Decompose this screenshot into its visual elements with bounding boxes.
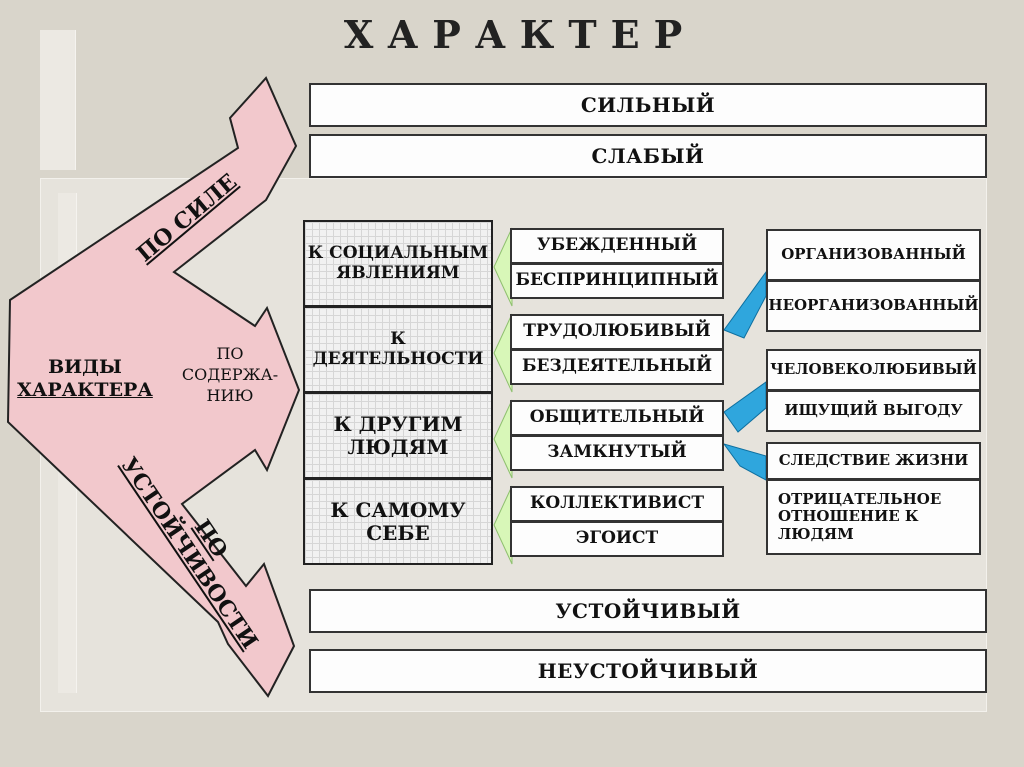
category-activity-line2: ДЕЯТЕЛЬНОСТИ	[312, 348, 484, 369]
types-arrow-shape	[6, 76, 301, 698]
pointer-life	[722, 443, 767, 481]
side-self-seeking: ИЩУЩИЙ ВЫГОДУ	[766, 390, 981, 432]
arrow-by-content-label: ПО СОДЕРЖА- НИЮ	[170, 344, 290, 406]
strength-strong: СИЛЬНЫЙ	[309, 83, 987, 127]
trait-convinced: УБЕЖДЕННЫЙ	[510, 228, 724, 264]
arrow-center-label: ВИДЫ ХАРАКТЕРА	[15, 356, 155, 402]
category-self-line2: СЕБЕ	[366, 520, 430, 545]
category-people-line1: К ДРУГИМ	[333, 411, 463, 436]
arrow-center-line1: ВИДЫ	[48, 356, 122, 378]
trait-hardworking: ТРУДОЛЮБИВЫЙ	[510, 314, 724, 350]
category-activity-line1: К	[390, 328, 406, 349]
trait-egoist: ЭГОИСТ	[510, 521, 724, 557]
arrow-center-line2: ХАРАКТЕРА	[17, 378, 153, 401]
trait-collectivist: КОЛЛЕКТИВИСТ	[510, 486, 724, 522]
trait-idle: БЕЗДЕЯТЕЛЬНЫЙ	[510, 349, 724, 385]
category-self-line1: К САМОМУ	[330, 497, 466, 522]
by-content-line3: НИЮ	[206, 385, 254, 405]
stability-unstable: НЕУСТОЙЧИВЫЙ	[309, 649, 987, 693]
side-negative-line2: ОТНОШЕНИЕ К	[778, 507, 919, 526]
trait-unprincipled: БЕСПРИНЦИПНЫЙ	[510, 263, 724, 299]
side-organized: ОРГАНИЗОВАННЫЙ	[766, 229, 981, 281]
strength-weak: СЛАБЫЙ	[309, 134, 987, 178]
category-social-line2: ЯВЛЕНИЯМ	[336, 262, 460, 283]
trait-reserved: ЗАМКНУТЫЙ	[510, 435, 724, 471]
side-negative-line3: ЛЮДЯМ	[778, 524, 854, 543]
side-negative-line1: ОТРИЦАТЕЛЬНОЕ	[778, 490, 942, 509]
pointer-organized	[723, 270, 767, 339]
page-title: ХАРАКТЕР	[343, 12, 697, 57]
by-content-line1: ПО	[216, 344, 244, 363]
stability-stable: УСТОЙЧИВЫЙ	[309, 589, 987, 633]
side-disorganized: НЕОРГАНИЗОВАННЫЙ	[766, 280, 981, 332]
category-people-line2: ЛЮДЯМ	[347, 434, 449, 459]
pointer-humane	[723, 381, 767, 433]
side-humane: ЧЕЛОВЕКОЛЮБИВЫЙ	[766, 349, 981, 391]
side-negative-attitude: ОТРИЦАТЕЛЬНОЕ ОТНОШЕНИЕ К ЛЮДЯМ	[766, 479, 981, 555]
by-content-line2: СОДЕРЖА-	[181, 364, 279, 384]
category-social-line1: К СОЦИАЛЬНЫМ	[307, 242, 489, 263]
bg-strip-top	[40, 30, 76, 170]
side-life-result: СЛЕДСТВИЕ ЖИЗНИ	[766, 442, 981, 480]
trait-sociable: ОБЩИТЕЛЬНЫЙ	[510, 400, 724, 436]
